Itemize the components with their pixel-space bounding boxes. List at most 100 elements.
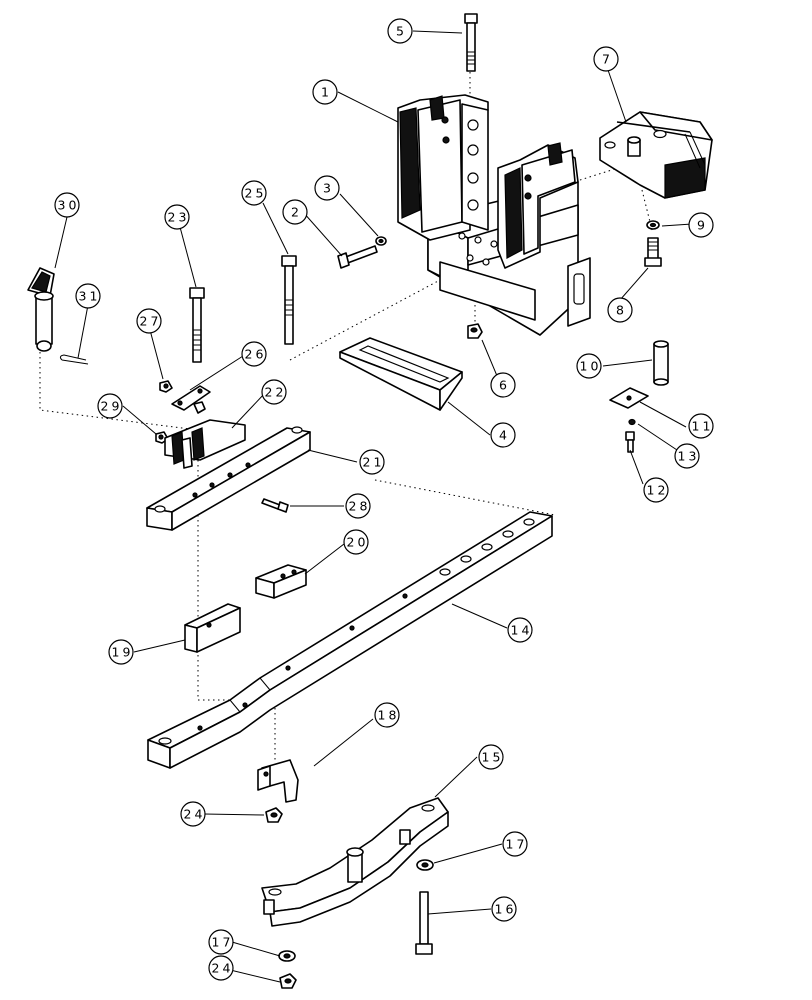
part-19-block [184, 603, 241, 653]
balloon-item-4: 4 [490, 422, 516, 448]
balloon-label: 21 [363, 455, 385, 470]
balloon-circle [374, 702, 400, 728]
balloon-item-28: 28 [345, 493, 371, 519]
balloon-label: 19 [112, 645, 134, 660]
part-28-bolt [261, 498, 289, 513]
balloon-circle [387, 18, 413, 44]
balloon-item-31: 31 [75, 283, 101, 309]
part-20-block [255, 564, 307, 599]
balloon-item-25: 25 [241, 180, 267, 206]
balloon-item-1: 1 [312, 79, 338, 105]
balloon-item-12: 12 [643, 477, 669, 503]
balloon-circle [208, 929, 234, 955]
balloon-circle [359, 449, 385, 475]
part-4-plate [339, 337, 463, 411]
balloon-item-24: 24 [208, 955, 234, 981]
balloon-circle [345, 493, 371, 519]
balloon-circle [688, 212, 714, 238]
balloon-label: 12 [647, 483, 669, 498]
balloon-label: 15 [482, 750, 504, 765]
balloon-item-15: 15 [478, 744, 504, 770]
part-25-bolt [281, 255, 297, 345]
balloon-label: 26 [245, 347, 267, 362]
balloon-item-8: 8 [607, 297, 633, 323]
balloon-item-17: 17 [208, 929, 234, 955]
balloon-circle [491, 896, 517, 922]
balloon-item-16: 16 [491, 896, 517, 922]
part-21-bar [146, 426, 311, 531]
balloon-label: 31 [79, 289, 101, 304]
part-17-washer-lower [278, 950, 296, 962]
part-12-bolt [625, 431, 635, 453]
balloon-circle [343, 529, 369, 555]
balloon-label: 3 [323, 181, 334, 196]
part-14-drawbar [147, 511, 553, 769]
balloon-label: 27 [140, 314, 162, 329]
part-18-bracket [257, 759, 299, 803]
balloon-item-21: 21 [359, 449, 385, 475]
balloon-item-11: 11 [688, 413, 714, 439]
balloon-label: 30 [58, 198, 80, 213]
balloon-item-18: 18 [374, 702, 400, 728]
part-23-bolt [189, 287, 205, 363]
balloon-circle [507, 617, 533, 643]
part-15-support [261, 797, 449, 927]
balloon-circle [180, 801, 206, 827]
balloon-label: 24 [212, 961, 234, 976]
part-31-clip [59, 354, 89, 365]
balloon-circle [97, 393, 123, 419]
part-24-nut-lower [279, 973, 297, 989]
balloon-label: 8 [616, 303, 627, 318]
balloon-label: 9 [697, 218, 708, 233]
balloon-item-20: 20 [343, 529, 369, 555]
balloon-label: 25 [245, 186, 267, 201]
balloon-item-2: 2 [282, 199, 308, 225]
balloon-label: 10 [580, 359, 602, 374]
part-16-bolt [415, 891, 433, 955]
item-number-balloons: 1234567891011121314151617171819202122232… [54, 18, 714, 981]
balloon-circle [593, 46, 619, 72]
balloon-label: 11 [692, 419, 714, 434]
balloon-item-5: 5 [387, 18, 413, 44]
balloon-label: 2 [291, 205, 302, 220]
balloon-label: 29 [101, 399, 123, 414]
part-7-block [599, 111, 713, 199]
balloon-item-9: 9 [688, 212, 714, 238]
balloon-item-17: 17 [502, 831, 528, 857]
balloon-circle [75, 283, 101, 309]
balloon-circle [164, 204, 190, 230]
balloon-label: 22 [265, 385, 287, 400]
balloon-item-27: 27 [136, 308, 162, 334]
part-2-bolt [337, 245, 378, 269]
part-10-pin [653, 340, 669, 386]
balloon-circle [208, 955, 234, 981]
balloon-circle [688, 413, 714, 439]
balloon-circle [607, 297, 633, 323]
balloon-item-30: 30 [54, 192, 80, 218]
part-5-bolt [464, 13, 478, 72]
balloon-circle [282, 199, 308, 225]
part-26-plate [171, 385, 211, 414]
part-30-pin [27, 267, 55, 352]
balloon-label: 1 [321, 85, 332, 100]
balloon-label: 5 [396, 24, 407, 39]
leader-lines [54, 30, 693, 983]
part-17-washer-upper [416, 859, 434, 871]
balloon-label: 28 [349, 499, 371, 514]
balloon-item-22: 22 [261, 379, 287, 405]
balloon-item-23: 23 [164, 204, 190, 230]
balloon-circle [241, 180, 267, 206]
balloon-circle [490, 372, 516, 398]
balloon-label: 18 [378, 708, 400, 723]
balloon-item-13: 13 [674, 443, 700, 469]
balloon-item-7: 7 [593, 46, 619, 72]
balloon-label: 23 [168, 210, 190, 225]
balloon-label: 7 [602, 52, 613, 67]
balloon-item-10: 10 [576, 353, 602, 379]
part-3-washer [375, 236, 387, 246]
balloon-circle [108, 639, 134, 665]
balloon-label: 13 [678, 449, 700, 464]
balloon-label: 14 [511, 623, 533, 638]
balloon-circle [490, 422, 516, 448]
